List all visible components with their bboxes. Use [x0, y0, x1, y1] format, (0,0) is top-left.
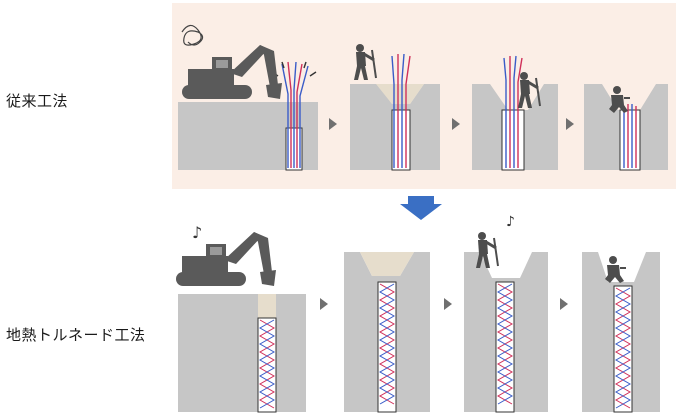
- worker-icon: [604, 255, 627, 284]
- music-note-icon: ♪: [192, 223, 202, 242]
- conventional-method-label: 従来工法: [6, 92, 69, 110]
- spark-lines: [271, 61, 317, 77]
- conventional-step-3: [472, 55, 558, 171]
- tornado-step-1: ♪: [176, 223, 306, 413]
- pipe-bundle: [623, 104, 637, 168]
- step-arrow-icon: [560, 298, 568, 310]
- conventional-step-1: [178, 24, 318, 171]
- excavator-icon: [176, 232, 276, 286]
- step-arrow-icon: [444, 298, 452, 310]
- spiral-pipe: [496, 283, 514, 405]
- step-arrow-icon: [452, 118, 460, 130]
- spiral-pipe: [258, 319, 276, 409]
- scribble-icon: [181, 24, 204, 46]
- pipe-bundle: [503, 55, 523, 168]
- tornado-method-label: 地熱トルネード工法: [6, 326, 146, 344]
- step-arrow-icon: [320, 298, 328, 310]
- tornado-step-2: [344, 252, 430, 413]
- tornado-step-4: [582, 252, 660, 413]
- pipe-bundle: [391, 53, 411, 168]
- conventional-step-4: [584, 84, 668, 171]
- worker-icon: [474, 230, 500, 270]
- worker-icon: [608, 85, 631, 114]
- step-arrow-icon: [566, 118, 574, 130]
- music-note-icon: ♪: [506, 214, 515, 230]
- step-arrow-icon: [329, 118, 337, 130]
- excavator-icon: [182, 45, 282, 99]
- down-arrow-icon: [400, 196, 442, 220]
- tornado-step-3: ♪: [464, 214, 548, 413]
- pipe-bundle: [281, 61, 309, 168]
- worker-icon: [352, 42, 378, 82]
- conventional-step-2: [350, 42, 440, 171]
- spiral-pipe: [378, 283, 396, 405]
- spiral-pipe: [614, 287, 632, 409]
